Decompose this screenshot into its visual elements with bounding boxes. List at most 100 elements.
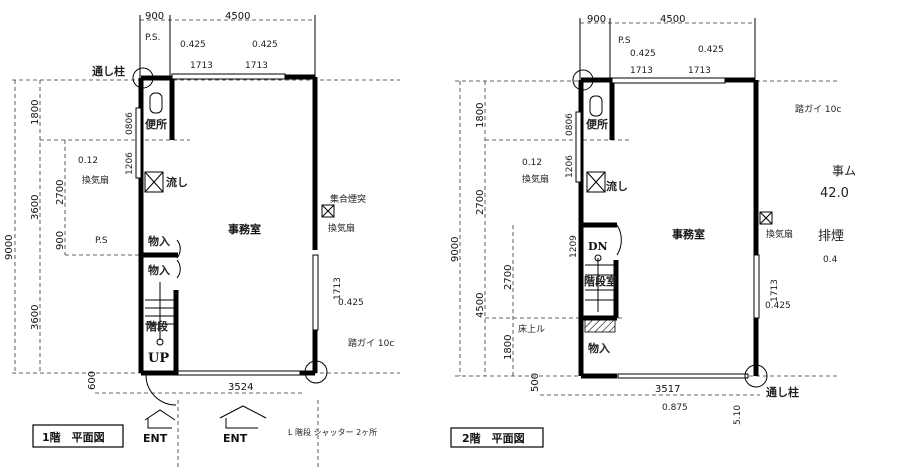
vent-icon xyxy=(759,211,773,225)
entrance-label: ENT xyxy=(143,432,168,445)
dim-4500: 4500 xyxy=(225,11,250,22)
sink-cross xyxy=(144,171,164,193)
glass-bottom: 0.875 xyxy=(662,403,688,413)
glass-area: 0.425 xyxy=(698,45,724,55)
dim-2700: 2700 xyxy=(503,265,514,290)
glass-right: 0.425 xyxy=(338,298,364,308)
window-left xyxy=(135,107,142,179)
window-right-height: 1713 xyxy=(770,279,780,302)
dim-1800: 1800 xyxy=(503,335,514,360)
dim-900: 900 xyxy=(55,231,66,250)
window-top xyxy=(171,73,286,80)
chimney-icon xyxy=(321,204,335,218)
vent-label: 換気扇 xyxy=(82,174,109,186)
window-bottom xyxy=(177,370,301,376)
through-column-icon xyxy=(132,67,154,89)
stair-label: 階段 xyxy=(146,319,168,333)
through-column-icon xyxy=(304,360,328,384)
toilet-icon xyxy=(589,95,603,117)
storage-label: 物入 xyxy=(148,234,170,248)
window-width: 1713 xyxy=(245,61,268,71)
vent-value: 0.12 xyxy=(78,156,98,166)
glass-area: 0.425 xyxy=(630,49,656,59)
plan-1f: 900 4500 P.S. 0.425 0.425 1713 1713 通し柱 … xyxy=(4,11,400,470)
window-height: 1206 xyxy=(125,152,135,175)
side-note: 排煙 xyxy=(818,229,844,244)
dim-9000: 9000 xyxy=(4,235,15,260)
chimney-cross xyxy=(321,204,335,218)
window-width: 1713 xyxy=(190,61,213,71)
vent-value: 0.12 xyxy=(522,158,542,168)
staircase xyxy=(145,282,175,346)
window-bottom-width: 3517 xyxy=(655,384,680,395)
side-note: 42.0 xyxy=(820,186,849,201)
through-column-icon xyxy=(572,69,594,91)
side-note: 事ム xyxy=(832,164,856,178)
toilet-label: 便所 xyxy=(586,117,608,131)
door-swing-icon xyxy=(176,239,181,279)
sink-label: 流し xyxy=(166,175,188,189)
dim-600: 600 xyxy=(87,371,98,390)
toilet-label: 便所 xyxy=(145,117,167,131)
dim-4500: 4500 xyxy=(475,293,486,318)
entrance-label: ENT xyxy=(223,432,248,445)
glass-area: 0.425 xyxy=(180,40,206,50)
window-bottom-width: 3524 xyxy=(228,382,253,393)
window-left xyxy=(575,111,582,183)
dim-2700: 2700 xyxy=(55,180,66,205)
toilet-icon xyxy=(149,92,163,114)
window-width: 1713 xyxy=(630,66,653,76)
room-office: 事務室 xyxy=(672,227,705,241)
storage-label: 物入 xyxy=(148,263,170,277)
eaves-note: 踏ガイ 10c xyxy=(348,337,394,349)
vent-right-label: 換気扇 xyxy=(766,228,793,240)
vent-cross xyxy=(759,211,773,225)
dim-2700: 2700 xyxy=(475,190,486,215)
vent-right-label: 換気扇 xyxy=(328,222,355,234)
plan-title-box xyxy=(450,427,544,448)
plan-title-box xyxy=(32,424,124,448)
door-swing-icon xyxy=(145,374,177,406)
through-column-label: 通し柱 xyxy=(766,385,799,399)
window-height: 0806 xyxy=(125,112,135,135)
dim-9000: 9000 xyxy=(450,237,461,262)
dn-label: DN xyxy=(588,240,608,253)
dim-1800: 1800 xyxy=(475,103,486,128)
dim-500: 500 xyxy=(530,373,541,392)
through-column-label: 通し柱 xyxy=(92,64,125,78)
sink-label: 流し xyxy=(606,179,628,193)
plan-title: 1階 平面図 xyxy=(42,430,105,444)
storage-label: 物入 xyxy=(588,341,610,355)
dim-900: 900 xyxy=(587,14,606,25)
glass-area: 0.425 xyxy=(252,40,278,50)
window-width: 1713 xyxy=(688,66,711,76)
door-swing-icon xyxy=(616,224,622,256)
window-height: 0806 xyxy=(565,113,575,136)
window-right xyxy=(312,254,319,331)
raised-floor-hatch xyxy=(584,319,616,333)
window-right-height: 1713 xyxy=(333,277,343,300)
dim-1800: 1800 xyxy=(30,100,41,125)
room-office: 事務室 xyxy=(228,222,261,236)
window-right xyxy=(753,254,760,319)
raised-floor-label: 床上ル xyxy=(518,323,545,335)
stair-label: 階段室 xyxy=(584,274,617,288)
dim-900: 900 xyxy=(145,11,164,22)
plan-2f: 900 4500 P.S 0.425 0.425 1713 1713 9000 … xyxy=(450,14,856,448)
sink-cross xyxy=(586,171,606,193)
ps-label: P.S. xyxy=(145,33,160,43)
plan-title: 2階 平面図 xyxy=(462,431,525,445)
eaves-note: 踏ガイ 10c xyxy=(795,103,841,115)
glass-right: 0.425 xyxy=(765,301,791,311)
chimney-label: 集合煙突 xyxy=(330,193,366,205)
dim-3600: 3600 xyxy=(30,195,41,220)
through-column-icon xyxy=(744,364,768,388)
sink-icon xyxy=(586,171,606,193)
ps-label: P.S xyxy=(618,36,631,46)
entrance-arrow-icon xyxy=(144,409,176,429)
side-note: 0.4 xyxy=(823,255,838,265)
ps-mid-label: P.S xyxy=(95,236,108,246)
window-top xyxy=(611,77,726,84)
window-height: 1206 xyxy=(565,155,575,178)
